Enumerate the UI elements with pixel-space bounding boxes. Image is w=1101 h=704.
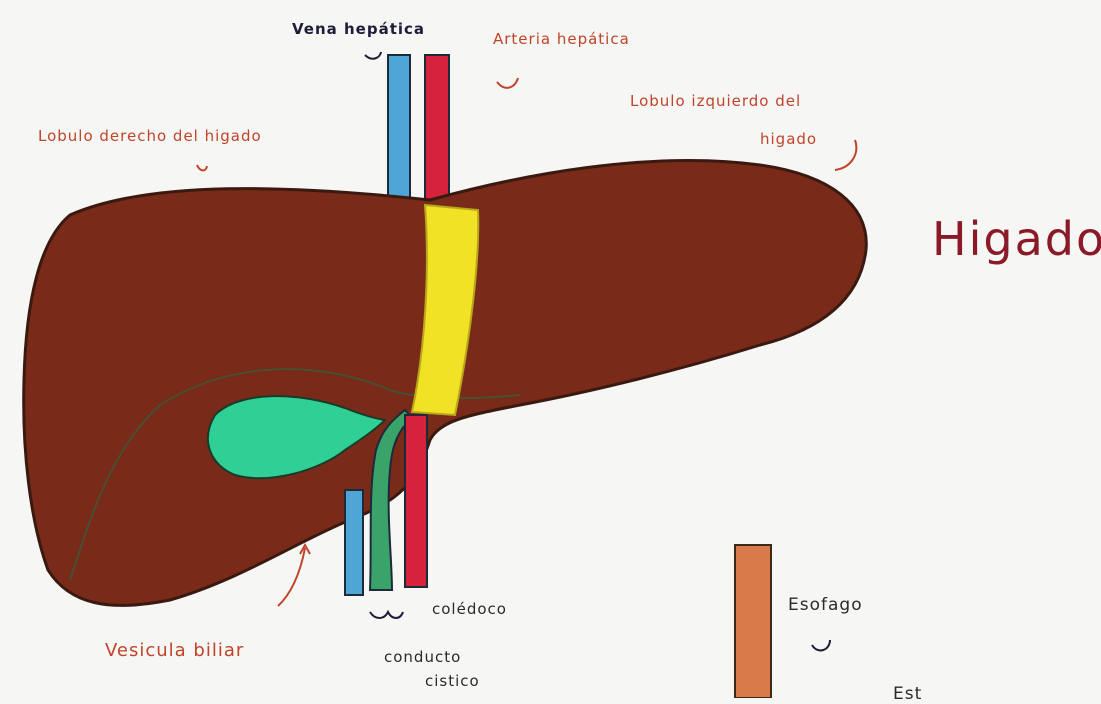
label-lobulo-izquierdo-2: higado	[760, 130, 817, 148]
label-conducto: conducto	[384, 648, 461, 666]
label-arteria-hepatica: Arteria hepática	[493, 30, 630, 48]
duct-arrow	[370, 612, 403, 618]
label-lobulo-derecho: Lobulo derecho del higado	[38, 127, 262, 145]
hepatic-artery	[425, 55, 449, 215]
lobe-left-arrow	[835, 140, 856, 170]
label-vena-hepatica: Vena hepática	[292, 20, 425, 38]
portal-vein-lower	[345, 490, 363, 595]
esophagus-arrow	[812, 640, 830, 650]
gallbladder-arrow	[278, 548, 305, 606]
hepatic-vein	[388, 55, 410, 210]
label-lobulo-izquierdo-1: Lobulo izquierdo del	[630, 92, 801, 110]
esophagus	[735, 545, 771, 698]
lobe-right-arrow	[197, 165, 207, 170]
vein-arrow	[365, 52, 381, 59]
label-vesicula-biliar: Vesicula biliar	[105, 640, 244, 661]
hepatic-artery-lower	[405, 415, 427, 587]
diagram-title: Higado	[932, 212, 1101, 266]
label-cistico: cistico	[425, 672, 480, 690]
label-estomago-partial: Est	[893, 684, 922, 704]
label-coledoco: colédoco	[432, 600, 507, 618]
label-esofago: Esofago	[788, 595, 863, 615]
artery-arrow	[497, 78, 518, 88]
